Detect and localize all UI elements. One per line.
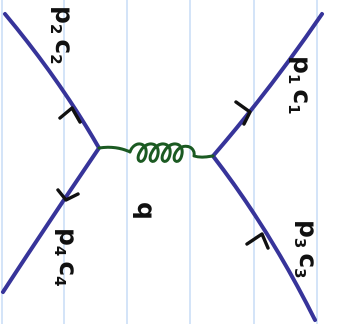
svg-text:p3c3: p3c3 <box>291 220 323 279</box>
label-p1c1: p1c1 <box>285 56 317 115</box>
svg-text:q: q <box>132 202 161 220</box>
arrow-p3 <box>245 232 270 250</box>
label-p2c2: p2c2 <box>47 6 79 65</box>
fermion-line-p3 <box>211 154 317 322</box>
label-p3c3: p3c3 <box>291 220 323 279</box>
fermion-line-p2 <box>3 12 101 150</box>
arrow-p2 <box>58 106 82 124</box>
gluon-propagator <box>97 142 215 163</box>
paper-rulings <box>1 0 318 324</box>
arrow-p4 <box>56 188 80 202</box>
label-p4c4: p4c4 <box>51 228 83 287</box>
svg-text:p2c2: p2c2 <box>47 6 79 65</box>
svg-text:p4c4: p4c4 <box>51 228 83 287</box>
label-propagator-q: q <box>132 202 161 220</box>
fermion-line-p1 <box>211 12 324 158</box>
arrow-p1 <box>234 100 252 126</box>
svg-text:p1c1: p1c1 <box>285 56 317 115</box>
fermion-line-p4 <box>1 146 101 294</box>
